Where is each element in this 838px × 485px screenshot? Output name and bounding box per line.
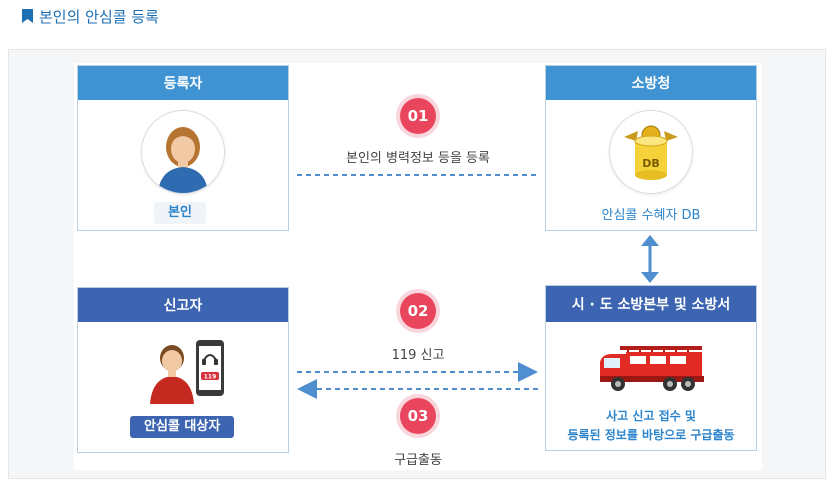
db-emblem: DB — [609, 110, 693, 194]
fire-station-card: 시 · 도 소방본부 및 소방서 사고 신고 접수 및 등록된 정보를 바탕으로… — [545, 285, 757, 451]
fire-station-caption-1: 사고 신고 접수 및 — [606, 409, 696, 423]
step-2-label: 119 신고 — [391, 348, 445, 363]
step-3-label: 구급출동 — [394, 453, 442, 468]
woman-icon — [158, 127, 208, 193]
bookmark-icon — [22, 9, 33, 23]
page-title: 본인의 안심콜 등록 — [22, 5, 159, 27]
step-3-badge: 03 — [400, 398, 436, 434]
fire-agency-header: 소방청 — [546, 66, 756, 100]
step-2-badge: 02 — [400, 293, 436, 329]
svg-text:119: 119 — [204, 374, 217, 381]
svg-text:DB: DB — [642, 157, 660, 170]
fire-station-header: 시 · 도 소방본부 및 소방서 — [546, 286, 756, 322]
reporter-header: 신고자 — [78, 288, 288, 322]
caller-icon: 119 — [150, 340, 224, 404]
self-badge: 본인 — [154, 202, 206, 224]
registrant-header: 등록자 — [78, 66, 288, 100]
fire-station-caption-2: 등록된 정보를 바탕으로 구급출동 — [567, 428, 735, 442]
person-avatar — [141, 110, 225, 194]
target-badge: 안심콜 대상자 — [130, 416, 235, 438]
step-1-badge: 01 — [400, 98, 436, 134]
reporter-card: 신고자 119 안심콜 대상자 — [77, 287, 289, 453]
page-title-text: 본인의 안심콜 등록 — [39, 7, 159, 26]
registrant-card: 등록자 본인 — [77, 65, 289, 231]
fire-agency-card: 소방청 DB 안심콜 수혜자 DB — [545, 65, 757, 231]
step-1-label: 본인의 병력정보 등을 등록 — [346, 151, 490, 166]
database-icon: DB — [624, 125, 678, 180]
db-caption: 안심콜 수혜자 DB — [601, 208, 701, 223]
sync-arrow-icon — [641, 235, 659, 283]
fire-truck-icon — [600, 346, 704, 391]
